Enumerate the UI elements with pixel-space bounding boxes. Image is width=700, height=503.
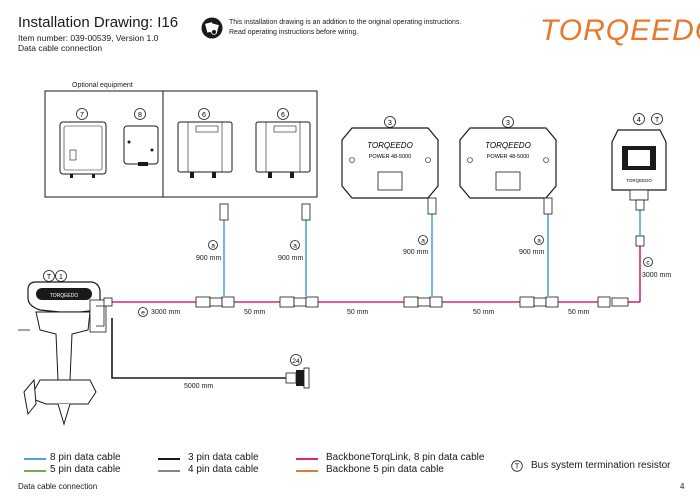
legend-label-termination: Bus system termination resistor — [531, 460, 671, 471]
marker-6a — [198, 108, 210, 120]
legend-label-4pin: 4 pin data cable — [188, 464, 259, 475]
marker-termination-display — [651, 113, 663, 125]
svg-text:900 mm: 900 mm — [403, 249, 428, 256]
black-cable — [111, 318, 286, 379]
svg-text:900 mm: 900 mm — [519, 249, 544, 256]
legend-swatch-4pin — [158, 470, 180, 472]
marker-3b — [502, 116, 514, 128]
legend-swatch-3pin — [158, 458, 180, 460]
svg-text:c: c — [646, 260, 650, 267]
marker-termination-motor — [43, 270, 55, 282]
device-24 — [285, 367, 310, 389]
svg-text:TORQEEDO: TORQEEDO — [626, 178, 652, 183]
drop-cables — [223, 208, 641, 296]
legend-label-backbone-torqlink: BackboneTorqLink, 8 pin data cable — [326, 452, 485, 463]
svg-text:900 mm: 900 mm — [278, 255, 303, 262]
svg-text:24: 24 — [292, 358, 300, 365]
marker-3a — [384, 116, 396, 128]
svg-text:50 mm: 50 mm — [568, 309, 590, 316]
svg-text:8: 8 — [138, 112, 142, 119]
svg-text:a: a — [211, 243, 215, 250]
backbone-connectors — [103, 235, 645, 308]
svg-text:3000 mm: 3000 mm — [642, 272, 671, 279]
svg-text:7: 7 — [80, 112, 84, 119]
device-8 — [123, 125, 159, 166]
torqeedo-logo: TORQEEDO — [540, 14, 700, 47]
wiring-diagram: Optional equipment 7 8 6 6 — [18, 82, 671, 426]
legend-swatch-5pin — [24, 470, 46, 472]
svg-text:6: 6 — [281, 112, 285, 119]
svg-text:50 mm: 50 mm — [347, 309, 369, 316]
device-7 — [59, 121, 107, 178]
marker-6b — [277, 108, 289, 120]
svg-text:TORQEEDO: TORQEEDO — [485, 141, 531, 150]
svg-text:50 mm: 50 mm — [473, 309, 495, 316]
optional-equipment-label: Optional equipment — [72, 82, 133, 89]
outboard-motor: TORQEEDO — [18, 281, 107, 426]
legend-label-backbone-5pin: Backbone 5 pin data cable — [326, 464, 444, 475]
svg-text:POWER 48-5000: POWER 48-5000 — [369, 154, 412, 160]
svg-text:5000 mm: 5000 mm — [184, 383, 213, 390]
termination-marker-icon: T — [511, 460, 523, 472]
svg-text:e: e — [141, 310, 145, 317]
legend-swatch-backbone-torqlink — [296, 458, 318, 460]
page-title: Installation Drawing: I16 — [18, 14, 179, 31]
notice-line-1: This installation drawing is an addition… — [229, 19, 462, 26]
backbone-cable — [112, 244, 641, 303]
marker-4 — [633, 113, 645, 125]
device-6a — [177, 121, 233, 178]
marker-8 — [134, 108, 146, 120]
svg-text:1: 1 — [59, 274, 63, 281]
cable-markers — [138, 235, 653, 317]
legend-swatch-8pin — [24, 458, 46, 460]
battery-3b: TORQEEDO POWER 48-5000 — [459, 127, 557, 199]
marker-24 — [290, 354, 302, 366]
svg-text:3: 3 — [506, 120, 510, 127]
legend-label-5pin: 5 pin data cable — [50, 464, 121, 475]
marker-1 — [55, 270, 67, 282]
notice-line-2: Read operating instructions before wirin… — [229, 29, 359, 36]
drop-connectors — [219, 197, 645, 221]
item-number: Item number: 039-00539, Version 1.0 — [18, 33, 159, 43]
footer-section: Data cable connection — [18, 482, 98, 491]
length-labels: 900 mm 900 mm 900 mm 900 mm 3000 mm 3000… — [151, 249, 671, 390]
battery-3a: TORQEEDO POWER 48-5000 — [341, 127, 439, 199]
svg-text:T: T — [47, 274, 52, 281]
svg-text:T: T — [655, 117, 660, 124]
svg-text:T: T — [515, 464, 520, 471]
legend-label-3pin: 3 pin data cable — [188, 452, 259, 463]
svg-text:a: a — [537, 238, 541, 245]
svg-text:4: 4 — [637, 117, 641, 124]
svg-text:TORQEEDO: TORQEEDO — [50, 293, 79, 299]
svg-text:900 mm: 900 mm — [196, 255, 221, 262]
legend-swatch-backbone-5pin — [296, 470, 318, 472]
svg-text:a: a — [421, 238, 425, 245]
svg-text:3000 mm: 3000 mm — [151, 309, 180, 316]
page-number: 4 — [680, 482, 685, 491]
read-manual-icon — [201, 17, 223, 39]
svg-text:3: 3 — [388, 120, 392, 127]
marker-7 — [76, 108, 88, 120]
svg-text:TORQEEDO: TORQEEDO — [367, 141, 413, 150]
legend-label-8pin: 8 pin data cable — [50, 452, 121, 463]
device-6b — [255, 121, 311, 178]
svg-text:POWER 48-5000: POWER 48-5000 — [487, 154, 530, 160]
svg-text:a: a — [293, 243, 297, 250]
svg-text:6: 6 — [202, 112, 206, 119]
svg-text:50 mm: 50 mm — [244, 309, 266, 316]
optional-equipment-frame — [44, 90, 318, 198]
page-subtitle: Data cable connection — [18, 43, 103, 53]
display-4: TORQEEDO — [611, 129, 667, 201]
